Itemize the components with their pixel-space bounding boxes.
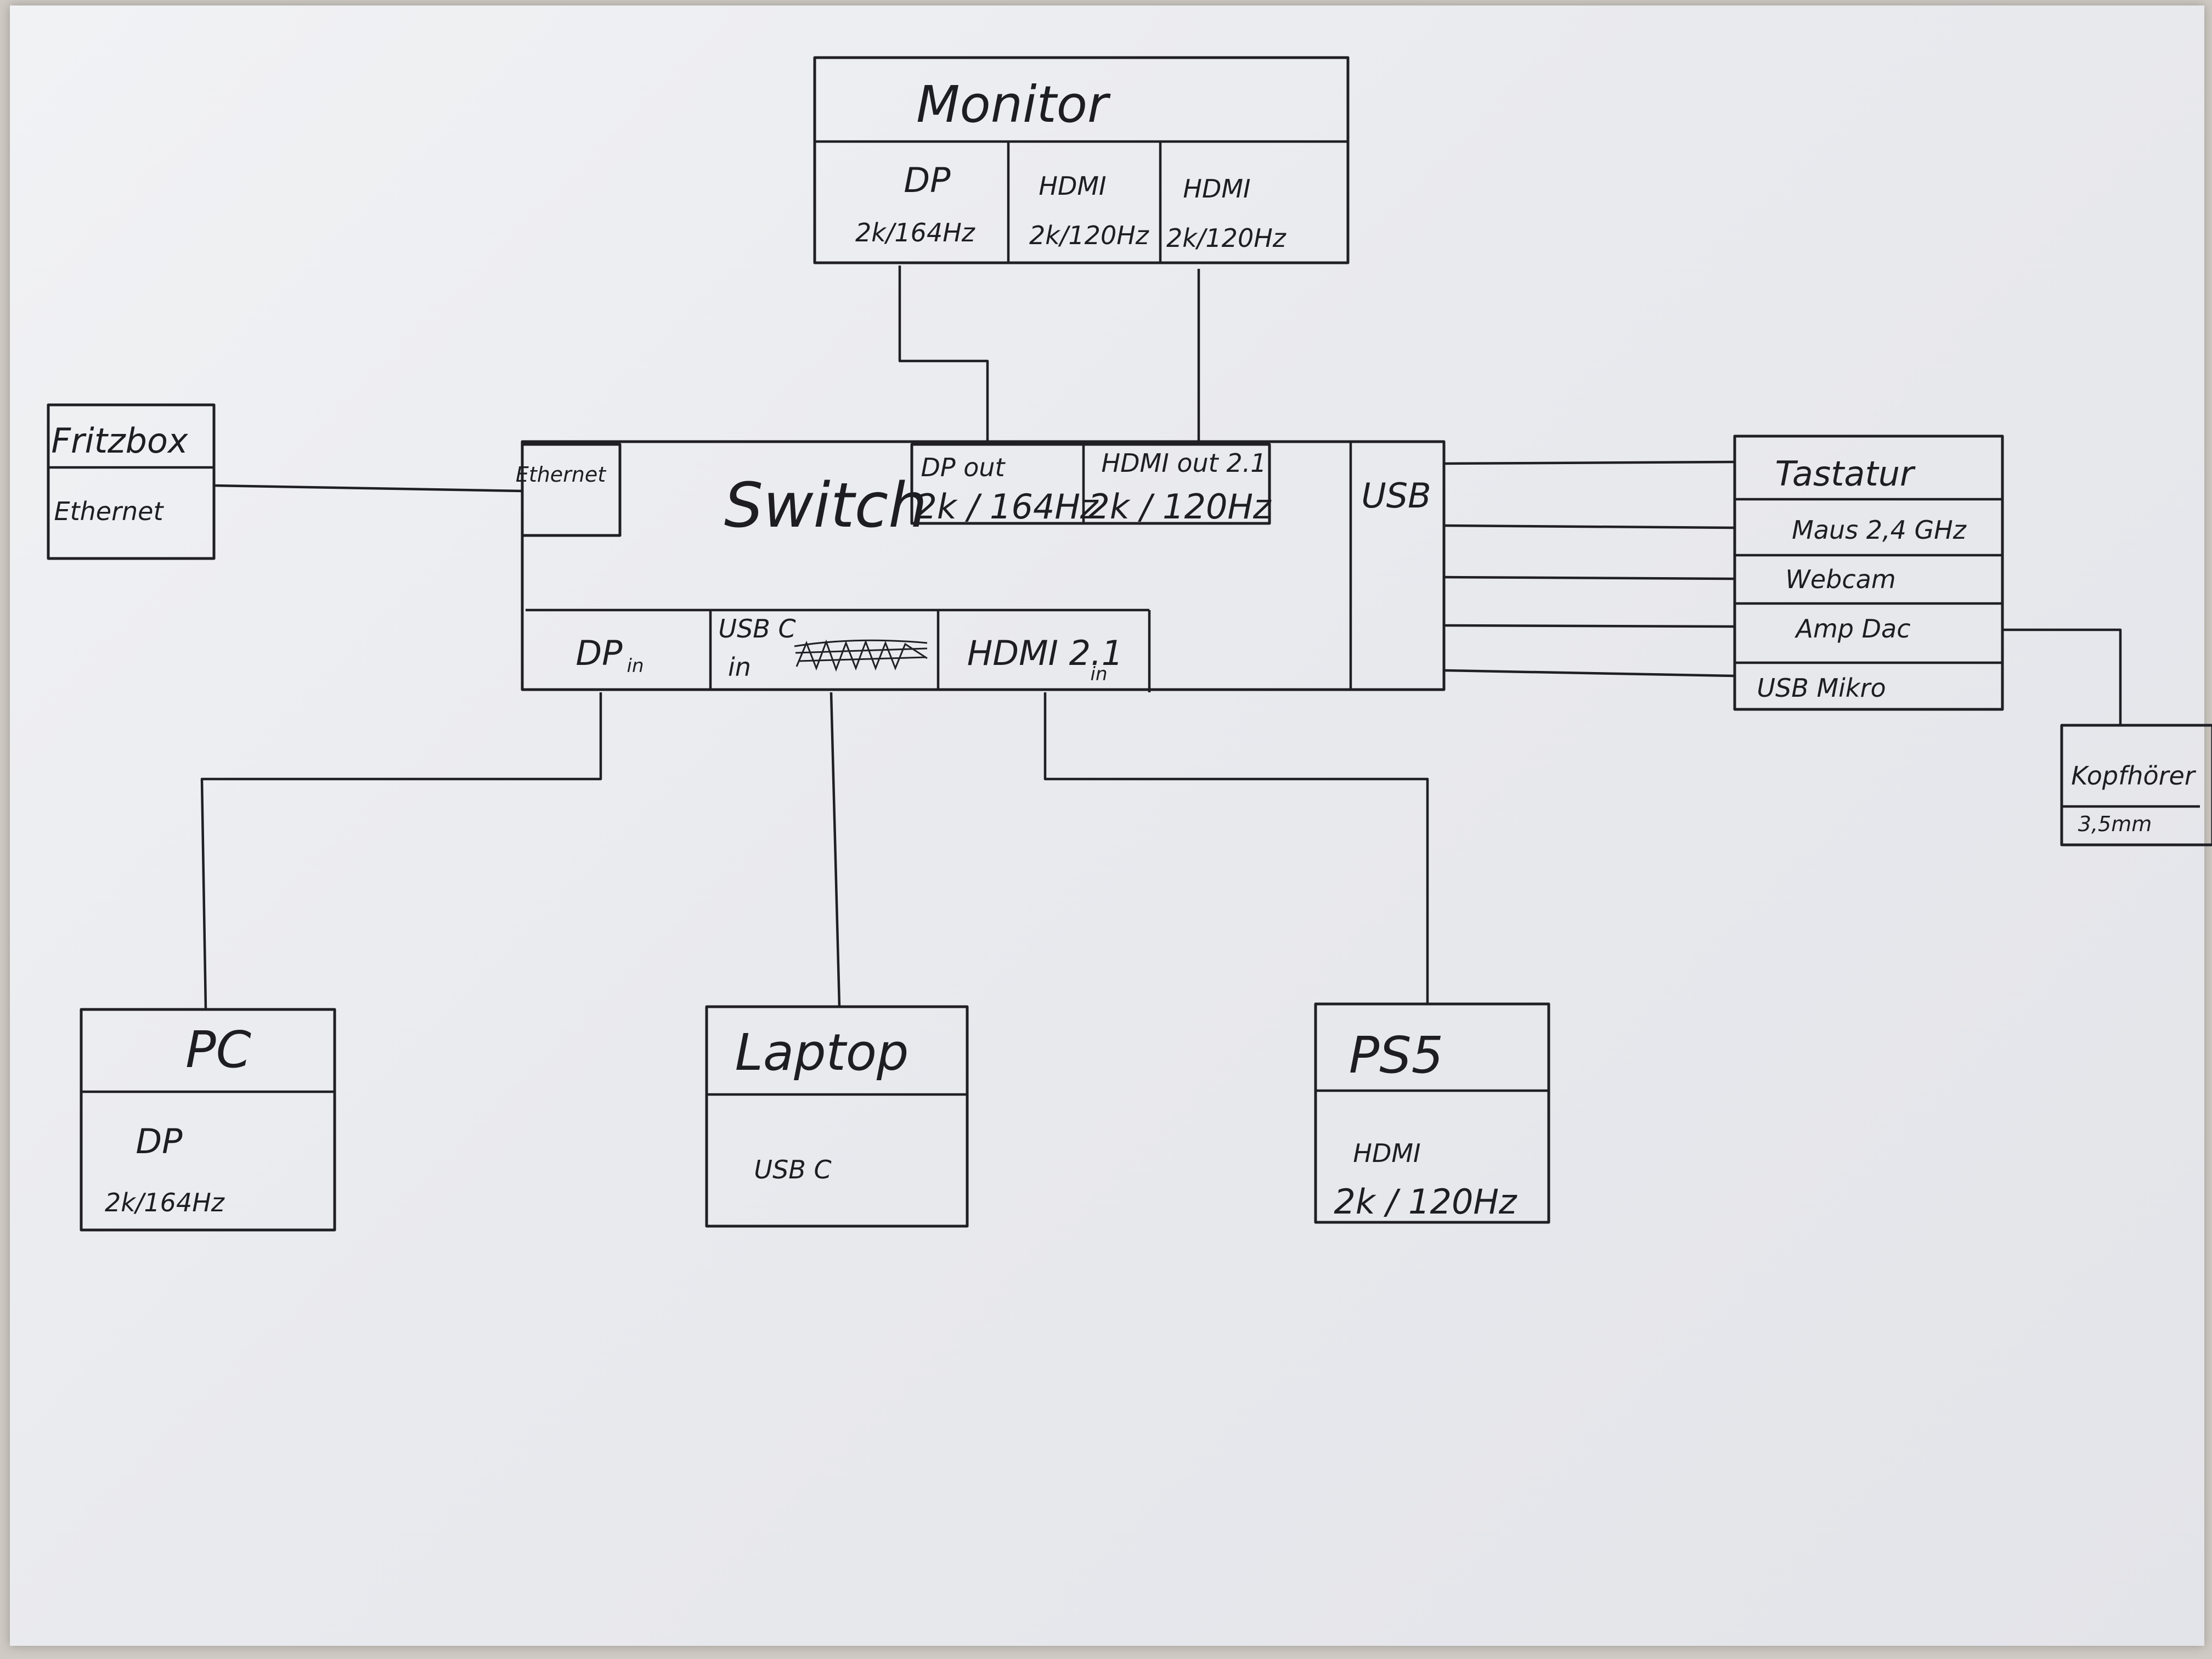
- switch-usbc-in-sub: in: [728, 652, 751, 682]
- switch-ethernet-port: [521, 443, 622, 537]
- wire-usb-amp-dac: [1443, 624, 1735, 628]
- ps5-outline: [1314, 1002, 1550, 1224]
- switch-hdmi-out-label: HDMI out 2.1: [1102, 448, 1267, 478]
- switch-title: Switch: [724, 470, 927, 541]
- crossed-out-scribble: [794, 639, 928, 672]
- monitor-port-dp-spec: 2k/164Hz: [855, 218, 975, 247]
- ps5-box: PS5 HDMI 2k / 120Hz: [1314, 1002, 1550, 1224]
- switch-hdmi-in-label: HDMI 2.1: [967, 633, 1123, 673]
- peripheral-webcam: Webcam: [1785, 565, 1895, 594]
- peripherals-box: Tastatur Maus 2,4 GHz Webcam Amp Dac USB…: [1733, 435, 2004, 711]
- switch-output-ports: [910, 443, 1271, 525]
- switch-dp-in-sub: in: [627, 655, 644, 677]
- wire-amp-dac-to-headphones: [2002, 628, 2122, 725]
- headphones-port: 3,5mm: [2078, 812, 2152, 836]
- fritzbox-outline: [47, 403, 216, 560]
- fritzbox-title: Fritzbox: [51, 421, 189, 461]
- monitor-title: Monitor: [916, 75, 1111, 134]
- ps5-title: PS5: [1349, 1026, 1443, 1085]
- switch-usbc-in-label: USB C: [718, 614, 795, 644]
- laptop-port: USB C: [754, 1155, 831, 1184]
- wires: [200, 266, 2122, 1010]
- switch-outline: [521, 440, 1446, 691]
- peripheral-amp-dac: Amp Dac: [1795, 614, 1911, 644]
- switch-dp-out-spec: 2k / 164Hz: [915, 487, 1099, 527]
- wire-monitor-dp-to-switch-dp-out: [898, 266, 989, 442]
- monitor-port-hdmi1-spec: 2k/120Hz: [1029, 221, 1149, 250]
- monitor-port-dp-label: DP: [904, 160, 951, 200]
- laptop-title: Laptop: [735, 1023, 909, 1082]
- switch-hdmi-out-spec: 2k / 120Hz: [1088, 487, 1272, 527]
- wire-usb-mic: [1443, 669, 1735, 678]
- switch-usb-label: USB: [1361, 476, 1431, 516]
- monitor-port-hdmi2-spec: 2k/120Hz: [1166, 223, 1286, 253]
- monitor-port-hdmi2-label: HDMI: [1183, 174, 1250, 204]
- pc-spec: 2k/164Hz: [105, 1188, 225, 1217]
- laptop-outline: [705, 1005, 969, 1228]
- wire-switch-usbc-in-to-laptop: [830, 692, 841, 1007]
- peripherals-outline: [1733, 435, 2004, 711]
- ps5-spec: 2k / 120Hz: [1334, 1182, 1517, 1222]
- switch-ethernet-label: Ethernet: [516, 462, 607, 487]
- paper-sheet: [10, 5, 2204, 1646]
- wire-switch-dp-in-to-pc: [200, 692, 602, 1010]
- monitor-port-hdmi1-label: HDMI: [1039, 171, 1106, 201]
- switch-dp-out-label: DP out: [921, 453, 1006, 482]
- wire-usb-webcam: [1443, 575, 1735, 580]
- fritzbox-box: Fritzbox Ethernet: [47, 403, 216, 560]
- headphones-box: Kopfhörer 3,5mm: [2060, 724, 2212, 847]
- monitor-box: Monitor DP 2k/164Hz HDMI 2k/120Hz HDMI 2…: [813, 56, 1350, 264]
- peripheral-usb-mic: USB Mikro: [1757, 673, 1886, 703]
- peripheral-keyboard: Tastatur: [1775, 454, 1916, 494]
- switch-box: Ethernet Switch DP out 2k / 164Hz HDMI o…: [516, 440, 1446, 692]
- switch-hdmi-in-sub: in: [1091, 663, 1108, 685]
- ps5-port: HDMI: [1353, 1138, 1420, 1168]
- laptop-box: Laptop USB C: [705, 1005, 969, 1228]
- fritzbox-port: Ethernet: [54, 496, 165, 526]
- wire-fritzbox-to-switch-ethernet: [213, 484, 523, 493]
- pc-outline: [80, 1008, 336, 1232]
- wire-usb-mouse: [1443, 524, 1735, 529]
- headphones-outline: [2060, 724, 2212, 847]
- peripheral-mouse: Maus 2,4 GHz: [1792, 515, 1967, 545]
- pc-box: PC DP 2k/164Hz: [80, 1008, 336, 1232]
- headphones-title: Kopfhörer: [2071, 761, 2197, 791]
- pc-title: PC: [185, 1020, 251, 1079]
- wire-switch-hdmi-in-to-ps5: [1043, 692, 1429, 1004]
- monitor-outline: [813, 56, 1350, 264]
- wire-usb-keyboard: [1443, 460, 1735, 465]
- pc-port: DP: [136, 1121, 183, 1161]
- switch-dp-in-label: DP: [575, 633, 623, 673]
